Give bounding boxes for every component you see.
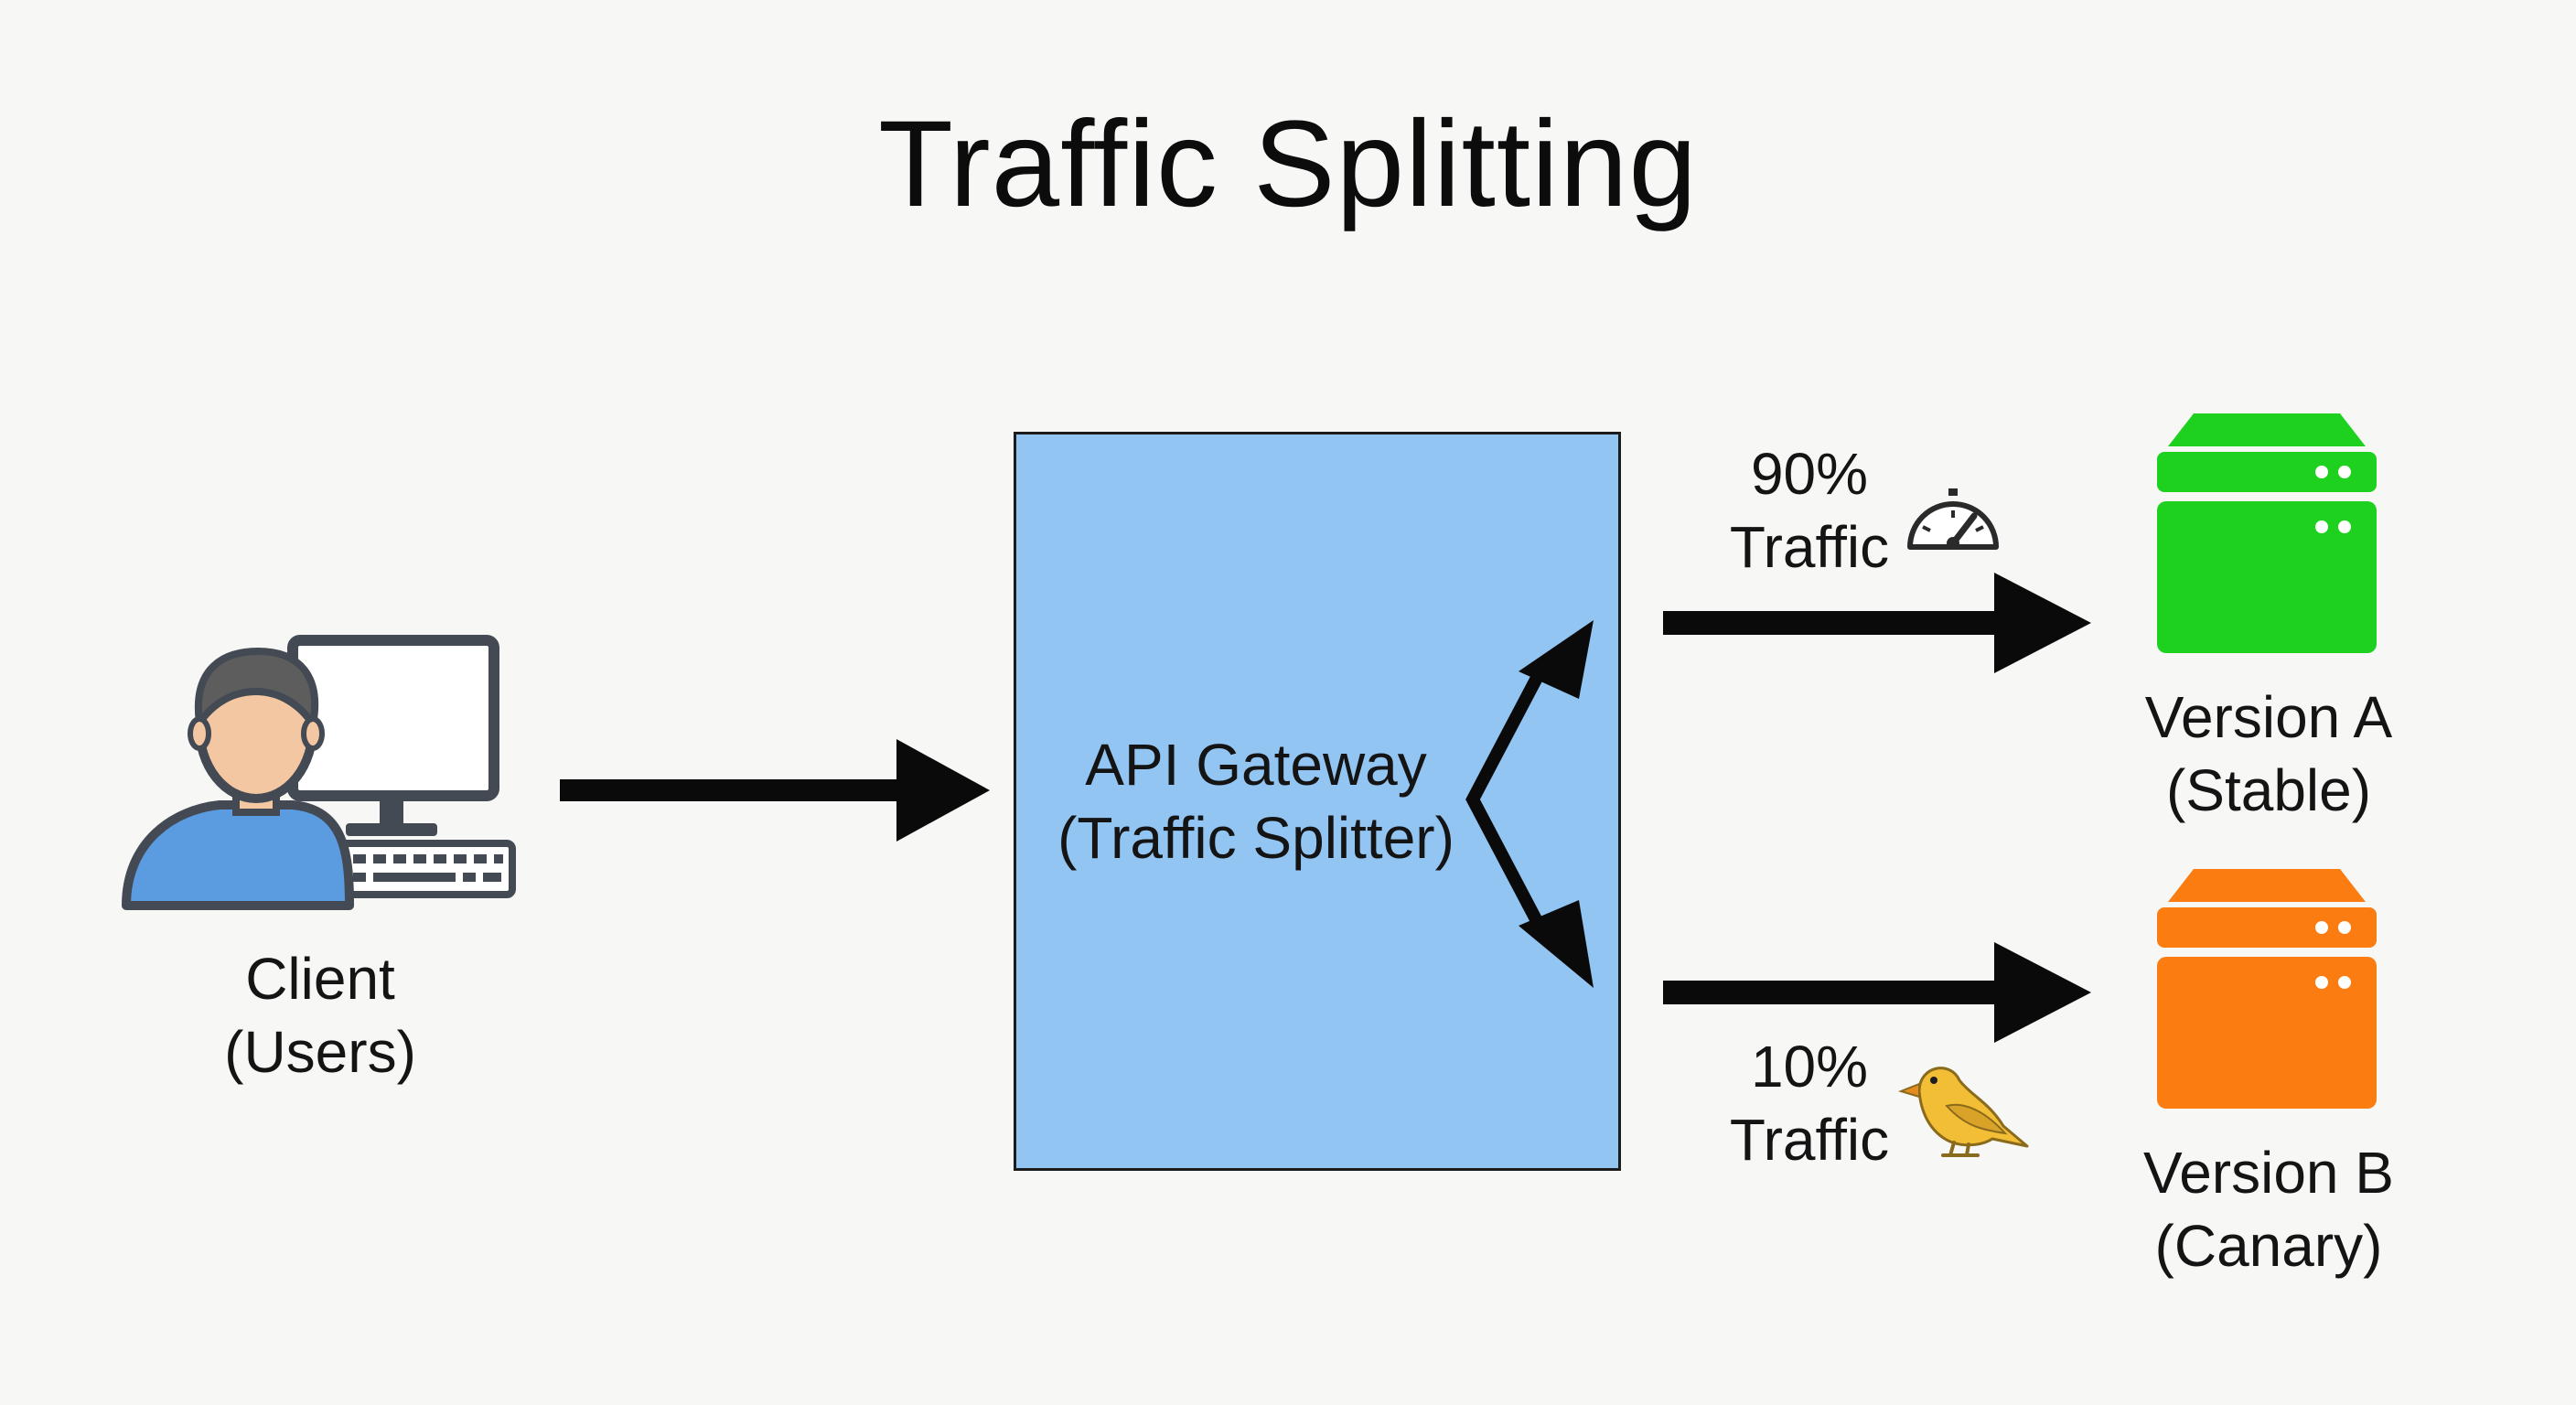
speedometer-icon	[1907, 488, 1999, 550]
server-icon-version-a	[2157, 413, 2377, 653]
route-10-percent: 10%	[1750, 1034, 1869, 1099]
route-to-version-b-arrow	[1663, 942, 2091, 1043]
diagram-title: Traffic Splitting	[878, 96, 1698, 232]
client-label-line2: (Users)	[224, 1019, 416, 1085]
route-label-10: 10% Traffic	[1690, 1030, 1928, 1176]
api-gateway-label: API Gateway (Traffic Splitter)	[1014, 728, 1498, 874]
server-icon-version-b	[2157, 869, 2377, 1109]
canary-bird-icon	[1897, 1067, 2029, 1157]
version-a-label-line1: Version A	[2144, 684, 2393, 750]
route-label-90: 90% Traffic	[1690, 437, 1928, 584]
route-10-word: Traffic	[1729, 1107, 1890, 1173]
api-gateway-label-line2: (Traffic Splitter)	[1057, 805, 1454, 871]
version-b-label-line1: Version B	[2143, 1140, 2394, 1206]
api-gateway-box	[1014, 432, 1621, 1171]
version-a-label-line2: (Stable)	[2165, 757, 2372, 823]
api-gateway-label-line1: API Gateway	[1085, 732, 1427, 798]
version-a-label: Version A (Stable)	[2104, 681, 2433, 827]
client-to-gateway-arrow	[560, 739, 990, 842]
route-90-word: Traffic	[1729, 514, 1890, 580]
client-label: Client (Users)	[146, 942, 494, 1089]
route-90-percent: 90%	[1750, 441, 1869, 507]
client-label-line1: Client	[245, 946, 395, 1012]
split-fork-arrow	[1465, 620, 1594, 988]
route-to-version-a-arrow	[1663, 573, 2091, 673]
version-b-label-line2: (Canary)	[2154, 1213, 2383, 1279]
user-computer-icon	[122, 635, 516, 910]
version-b-label: Version B (Canary)	[2104, 1136, 2433, 1282]
